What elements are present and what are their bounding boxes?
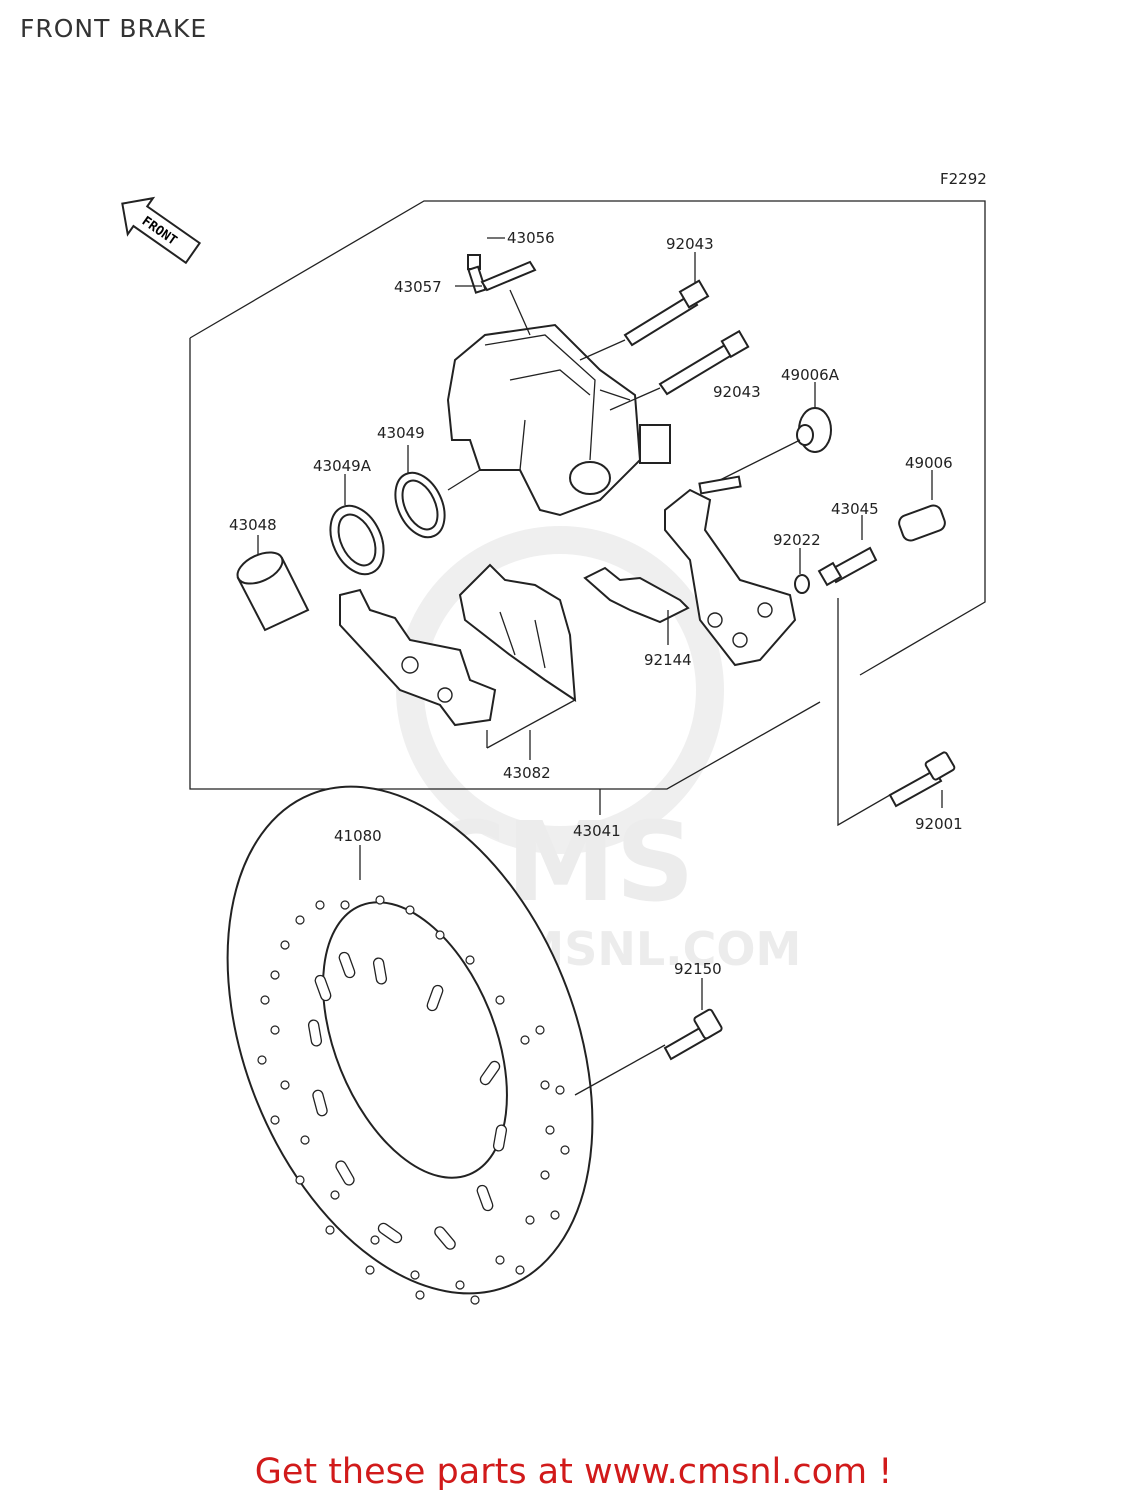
- label-92043-top: 92043: [666, 235, 714, 253]
- label-49006: 49006: [905, 454, 953, 472]
- label-92001: 92001: [915, 815, 963, 833]
- label-43082: 43082: [503, 764, 551, 782]
- brake-disc: [226, 785, 666, 1305]
- brake-pads: [339, 563, 577, 760]
- label-92144: 92144: [644, 651, 692, 669]
- figure-code: F2292: [940, 170, 987, 188]
- bolt-92001: [837, 598, 956, 827]
- page-title: FRONT BRAKE: [20, 14, 208, 43]
- bleeder-valve: [467, 237, 505, 294]
- disc-holes: [257, 895, 570, 1305]
- assembly-outline: [189, 200, 986, 815]
- bleeder-cap: [455, 260, 537, 336]
- bolt-43045: [817, 515, 878, 587]
- parts-diagram: CMS WWW.CMSNL.COM F2292 FRONT: [121, 170, 987, 1305]
- cta-link[interactable]: Get these parts at www.cmsnl.com !: [254, 1452, 893, 1492]
- caliper-bracket: [664, 475, 797, 667]
- label-41080: 41080: [334, 827, 382, 845]
- label-43048: 43048: [229, 516, 277, 534]
- label-43049A: 43049A: [313, 457, 372, 475]
- pad-spring: [583, 566, 690, 645]
- rubber-boot-49006: [898, 470, 946, 542]
- caliper-pins: [579, 252, 750, 411]
- disc-slots: [307, 951, 508, 1250]
- label-43056: 43056: [507, 229, 555, 247]
- rubber-boot-49006A: [719, 382, 832, 481]
- piston-seals: [236, 445, 481, 632]
- front-arrow-icon: FRONT: [121, 196, 202, 265]
- label-49006A: 49006A: [781, 366, 840, 384]
- label-43049: 43049: [377, 424, 425, 442]
- washer-92022: [794, 548, 810, 594]
- label-43057: 43057: [394, 278, 442, 296]
- label-43041: 43041: [573, 822, 621, 840]
- label-92150: 92150: [674, 960, 722, 978]
- label-92022: 92022: [773, 531, 821, 549]
- label-43045: 43045: [831, 500, 879, 518]
- bolt-92150: [663, 978, 723, 1061]
- part-labels: 43056 43057 92043 92043 49006A 43049 430…: [229, 229, 963, 978]
- caliper-body: [446, 323, 671, 517]
- label-92043-bottom: 92043: [713, 383, 761, 401]
